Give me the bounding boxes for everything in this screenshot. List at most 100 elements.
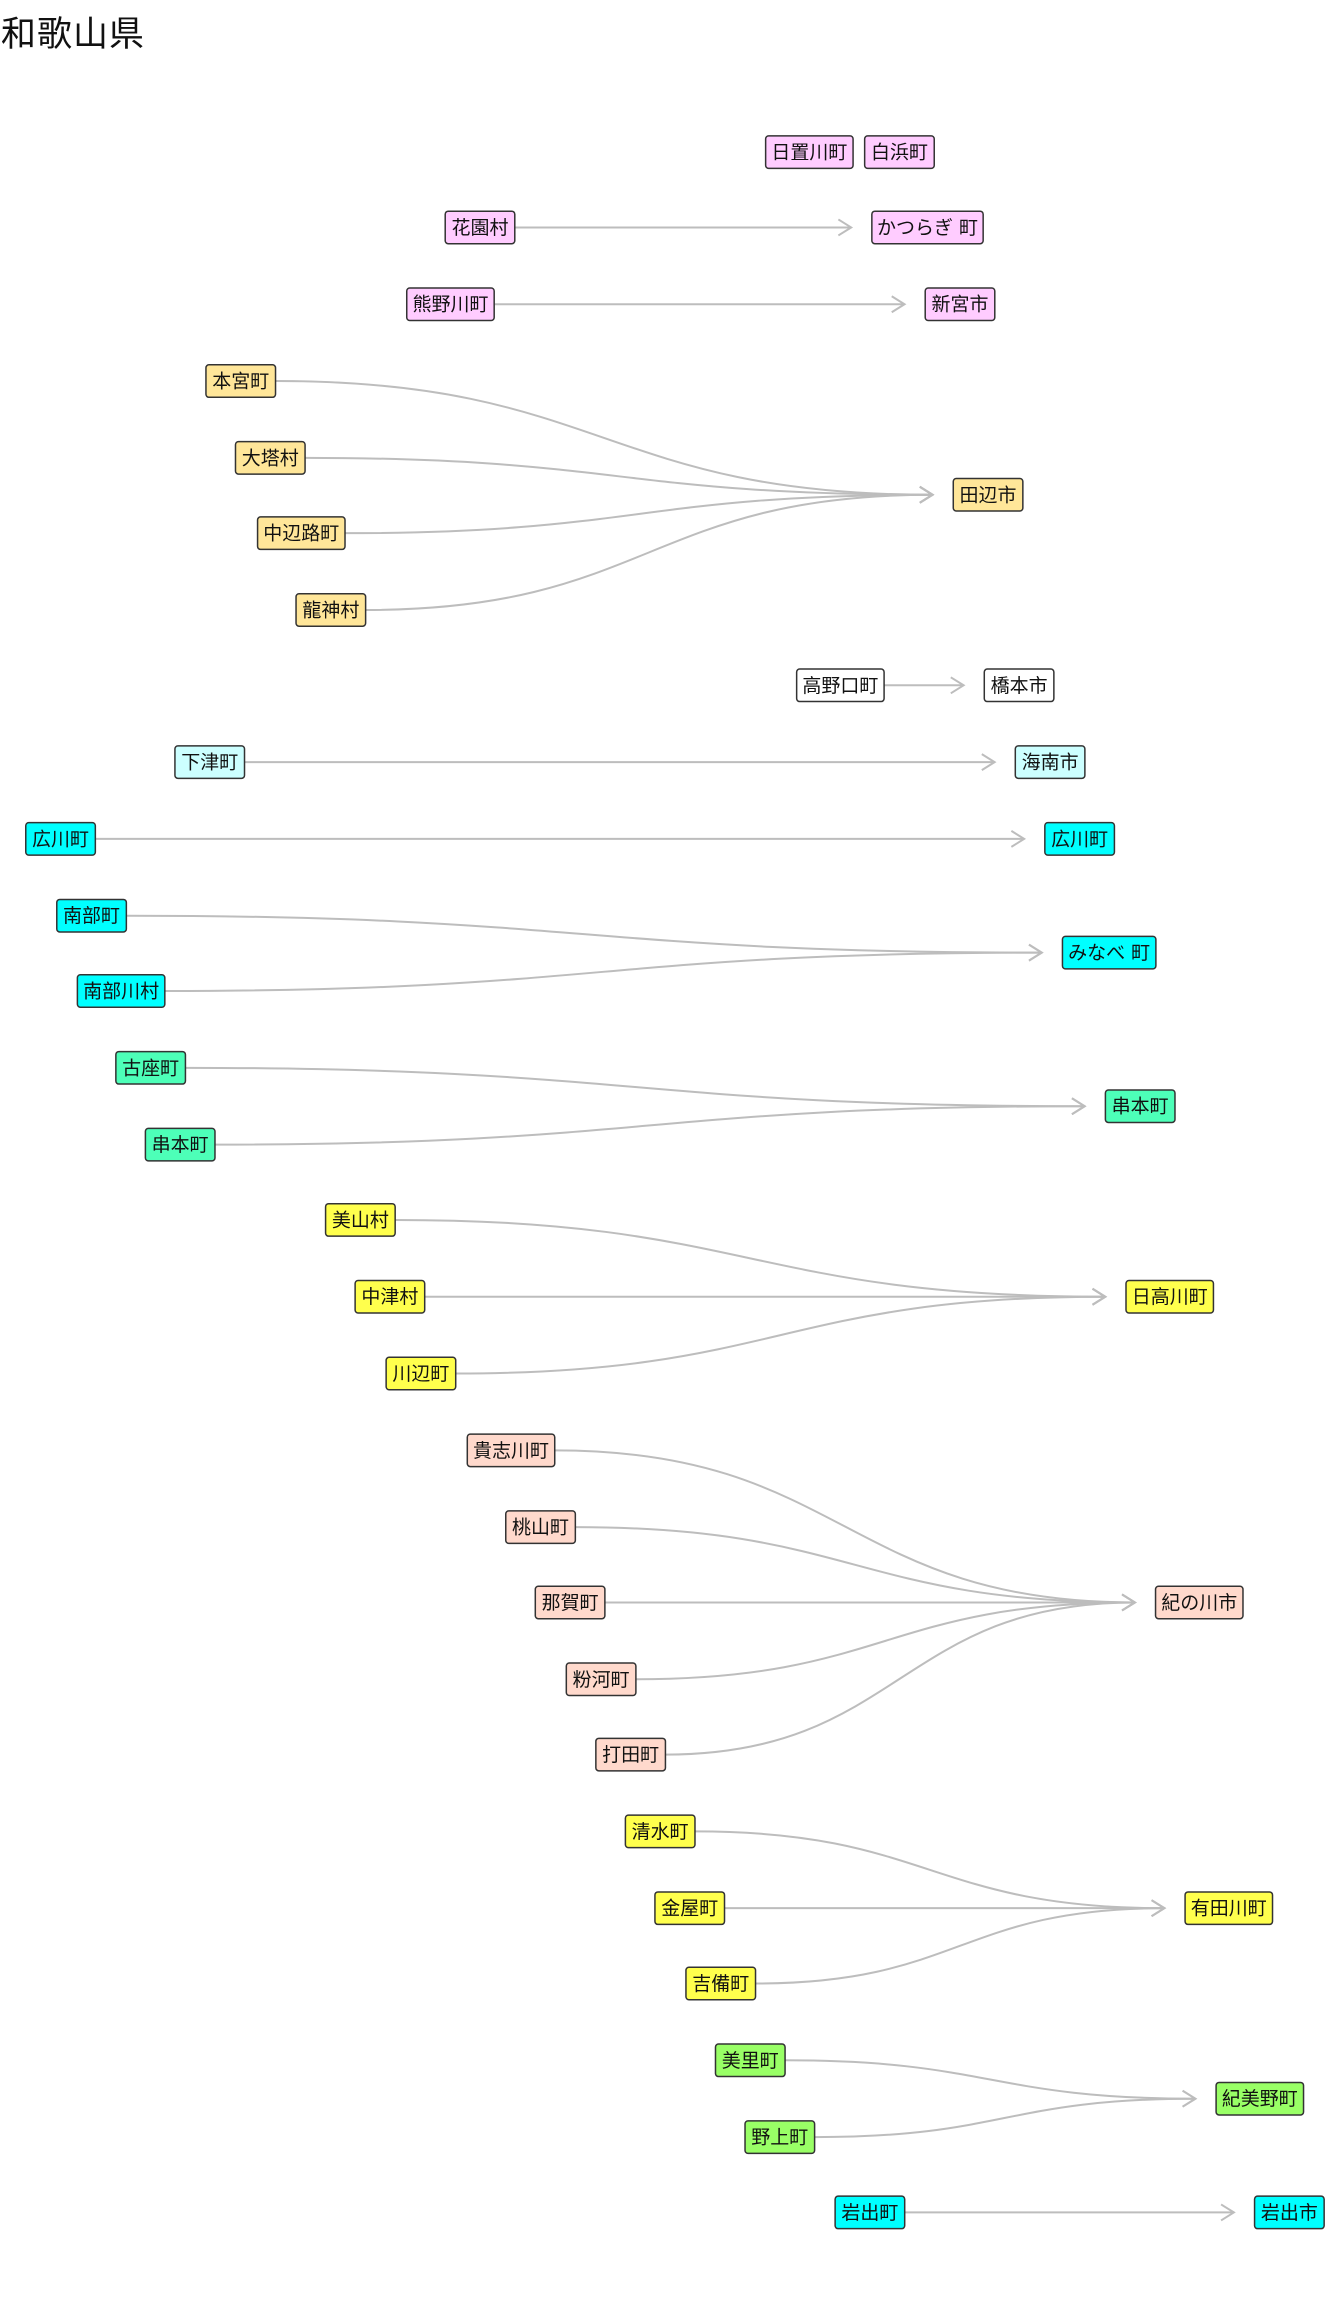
node-box (595, 1737, 667, 1772)
node-hashimoto: 橋本市 (983, 668, 1055, 703)
node-label: 下津町 (181, 752, 238, 774)
nodes-layer: 日置川町白浜町花園村かつらぎ 町熊野川町新宮市本宮町大塔村中辺路町龍神村田辺市高… (25, 135, 1325, 2230)
edge-nokami-to-kimino (814, 2097, 1196, 2139)
node-kanaya: 金屋町 (654, 1891, 726, 1926)
node-box (1215, 2081, 1305, 2116)
edge-momoyama-to-kinokawa (575, 1526, 1135, 1604)
node-label: 野上町 (751, 2127, 808, 2149)
node-box (324, 1202, 396, 1237)
node-label: みなべ 町 (1068, 942, 1150, 964)
node-minabe-new: みなべ 町 (1061, 935, 1157, 970)
node-momoyama: 桃山町 (505, 1510, 577, 1545)
node-box (234, 440, 306, 475)
node-nakatsu: 中津村 (354, 1279, 426, 1314)
node-box (1154, 1585, 1244, 1620)
node-iwade-new: 岩出市 (1253, 2195, 1325, 2230)
edge-minabe-old-to-minabe-new (126, 914, 1042, 954)
node-box (1061, 935, 1157, 970)
node-box (205, 364, 277, 399)
node-label: 紀美野町 (1222, 2088, 1298, 2110)
edge-shimizu-to-aridagawa (694, 1830, 1165, 1910)
node-hiokigawa: 日置川町 (764, 135, 854, 170)
node-label: 那賀町 (542, 1592, 599, 1614)
node-uchita: 打田町 (595, 1737, 667, 1772)
node-box (1104, 1089, 1176, 1124)
node-hirogawa-new: 広川町 (1044, 821, 1116, 856)
node-miyama: 美山村 (324, 1202, 396, 1237)
node-shimotsu: 下津町 (174, 745, 246, 780)
node-kawabe: 川辺町 (385, 1356, 457, 1391)
node-label: 南部町 (63, 905, 120, 927)
edge-arrowhead (891, 295, 907, 314)
node-box (505, 1510, 577, 1545)
edge-arrowhead (1071, 1097, 1087, 1116)
node-box (1014, 745, 1086, 780)
node-box (174, 745, 246, 780)
node-kushimoto-old: 串本町 (144, 1127, 216, 1162)
node-iwade-old: 岩出町 (834, 2195, 906, 2230)
node-label: 串本町 (152, 1134, 209, 1156)
edge-koza-to-kushimoto-new (185, 1066, 1085, 1108)
node-label: 中津村 (361, 1286, 418, 1308)
node-hanazono: 花園村 (444, 210, 516, 245)
node-kainan: 海南市 (1014, 745, 1086, 780)
edge-arrowhead (837, 218, 854, 237)
node-kushimoto-new: 串本町 (1104, 1089, 1176, 1124)
node-koza: 古座町 (115, 1050, 187, 1085)
node-box (1125, 1279, 1215, 1314)
edge-misato-to-kimino (785, 2059, 1196, 2100)
node-hidakagawa: 日高川町 (1125, 1279, 1215, 1314)
node-label: 有田川町 (1191, 1898, 1267, 1920)
edges-layer (95, 218, 1236, 2222)
node-box (983, 668, 1055, 703)
edge-uchita-to-kinokawa (665, 1601, 1135, 1756)
node-box (871, 210, 984, 245)
edge-kokawa-to-kinokawa (635, 1601, 1135, 1681)
node-minabegawa: 南部川村 (76, 974, 166, 1009)
node-label: 打田町 (602, 1744, 659, 1766)
edge-arrowhead (1028, 943, 1044, 962)
edge-nakahechi-to-tanabe (345, 493, 933, 535)
node-label: 橋本市 (991, 675, 1048, 697)
node-nokami: 野上町 (744, 2120, 816, 2155)
node-label: 粉河町 (573, 1669, 630, 1691)
page-title: 和歌山県 (1, 15, 146, 55)
edge-oto-to-tanabe (305, 456, 933, 496)
node-label: 吉備町 (692, 1973, 749, 1995)
node-box (863, 135, 935, 170)
node-shimizu: 清水町 (624, 1814, 696, 1849)
node-naga: 那賀町 (534, 1585, 606, 1620)
node-kokawa: 粉河町 (565, 1662, 637, 1697)
node-minabe-old: 南部町 (56, 898, 128, 933)
edge-arrowhead (981, 753, 997, 771)
node-kinokawa: 紀の川市 (1154, 1585, 1244, 1620)
node-box (624, 1814, 696, 1849)
node-box (924, 287, 996, 322)
node-box (466, 1433, 556, 1468)
node-box (952, 477, 1024, 512)
node-label: 川辺町 (392, 1363, 449, 1385)
node-box (405, 287, 495, 322)
node-box (685, 1966, 757, 2001)
node-label: 本宮町 (212, 371, 269, 393)
node-koyaguchi: 高野口町 (795, 668, 885, 703)
edge-kibi-to-aridagawa (755, 1907, 1165, 1985)
node-label: 熊野川町 (412, 294, 488, 316)
edge-arrowhead (1092, 1287, 1108, 1306)
node-label: 岩出市 (1261, 2202, 1318, 2224)
node-hirogawa-old: 広川町 (25, 821, 97, 856)
node-box (76, 974, 166, 1009)
node-box (1184, 1891, 1274, 1926)
node-kibi: 吉備町 (685, 1966, 757, 2001)
edge-arrowhead (1220, 2203, 1236, 2222)
edge-arrowhead (1182, 2089, 1198, 2108)
edge-kawabe-to-hidakagawa (455, 1295, 1106, 1375)
edge-arrowhead (1151, 1899, 1167, 1918)
node-label: 大塔村 (242, 447, 299, 469)
node-label: 龍神村 (302, 599, 359, 621)
node-label: 日高川町 (1132, 1286, 1208, 1308)
node-label: 新宮市 (931, 294, 988, 316)
edge-ryujin-to-tanabe (365, 493, 933, 611)
edge-arrowhead (950, 676, 966, 695)
node-label: 美里町 (722, 2050, 779, 2072)
